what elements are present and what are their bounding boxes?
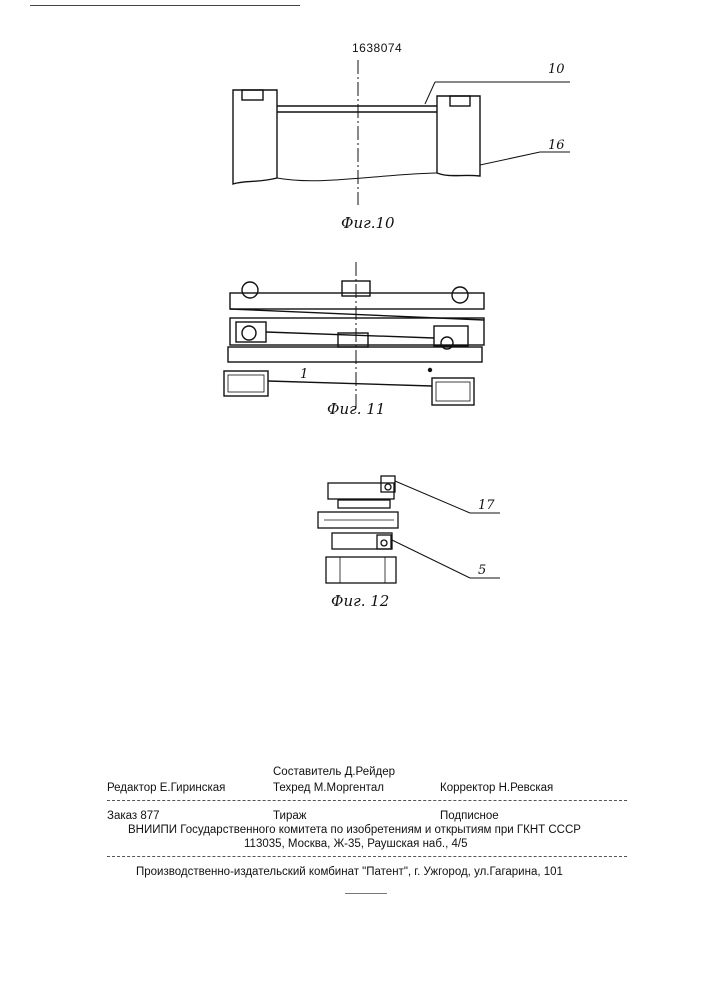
figure-11-ref-1: 1 [300, 367, 308, 382]
figure-10-ref-16: 16 [548, 138, 565, 153]
imprint-institute: ВНИИПИ Государственного комитета по изоб… [128, 824, 581, 836]
imprint-techred: Техред М.Моргентал [273, 782, 384, 794]
imprint-address: 113035, Москва, Ж-35, Раушская наб., 4/5 [244, 838, 467, 850]
figure-12-ref-17: 17 [478, 498, 495, 513]
imprint-editor: Редактор Е.Гиринская [107, 782, 225, 794]
figure-10-ref-10: 10 [548, 62, 565, 77]
figure-10-caption: Фиг.10 [341, 214, 395, 232]
bottom-rule [345, 893, 387, 894]
imprint-order: Заказ 877 [107, 810, 160, 822]
figure-12-caption: Фиг. 12 [331, 592, 389, 610]
figure-10-drawing [233, 60, 570, 205]
figure-12-drawing [318, 476, 500, 583]
imprint-compiler: Составитель Д.Рейдер [273, 766, 395, 778]
figure-11-caption: Фиг. 11 [327, 400, 385, 418]
figure-11-drawing [224, 262, 484, 410]
imprint-corrector: Корректор Н.Ревская [440, 782, 553, 794]
imprint-circulation: Тираж [273, 810, 306, 822]
imprint-subscription: Подписное [440, 810, 499, 822]
imprint-divider [107, 800, 627, 801]
figure-12-ref-5: 5 [478, 563, 486, 578]
figure-drawings [0, 0, 707, 640]
imprint-publisher: Производственно-издательский комбинат "П… [136, 866, 563, 878]
imprint-divider-bottom [107, 856, 627, 857]
